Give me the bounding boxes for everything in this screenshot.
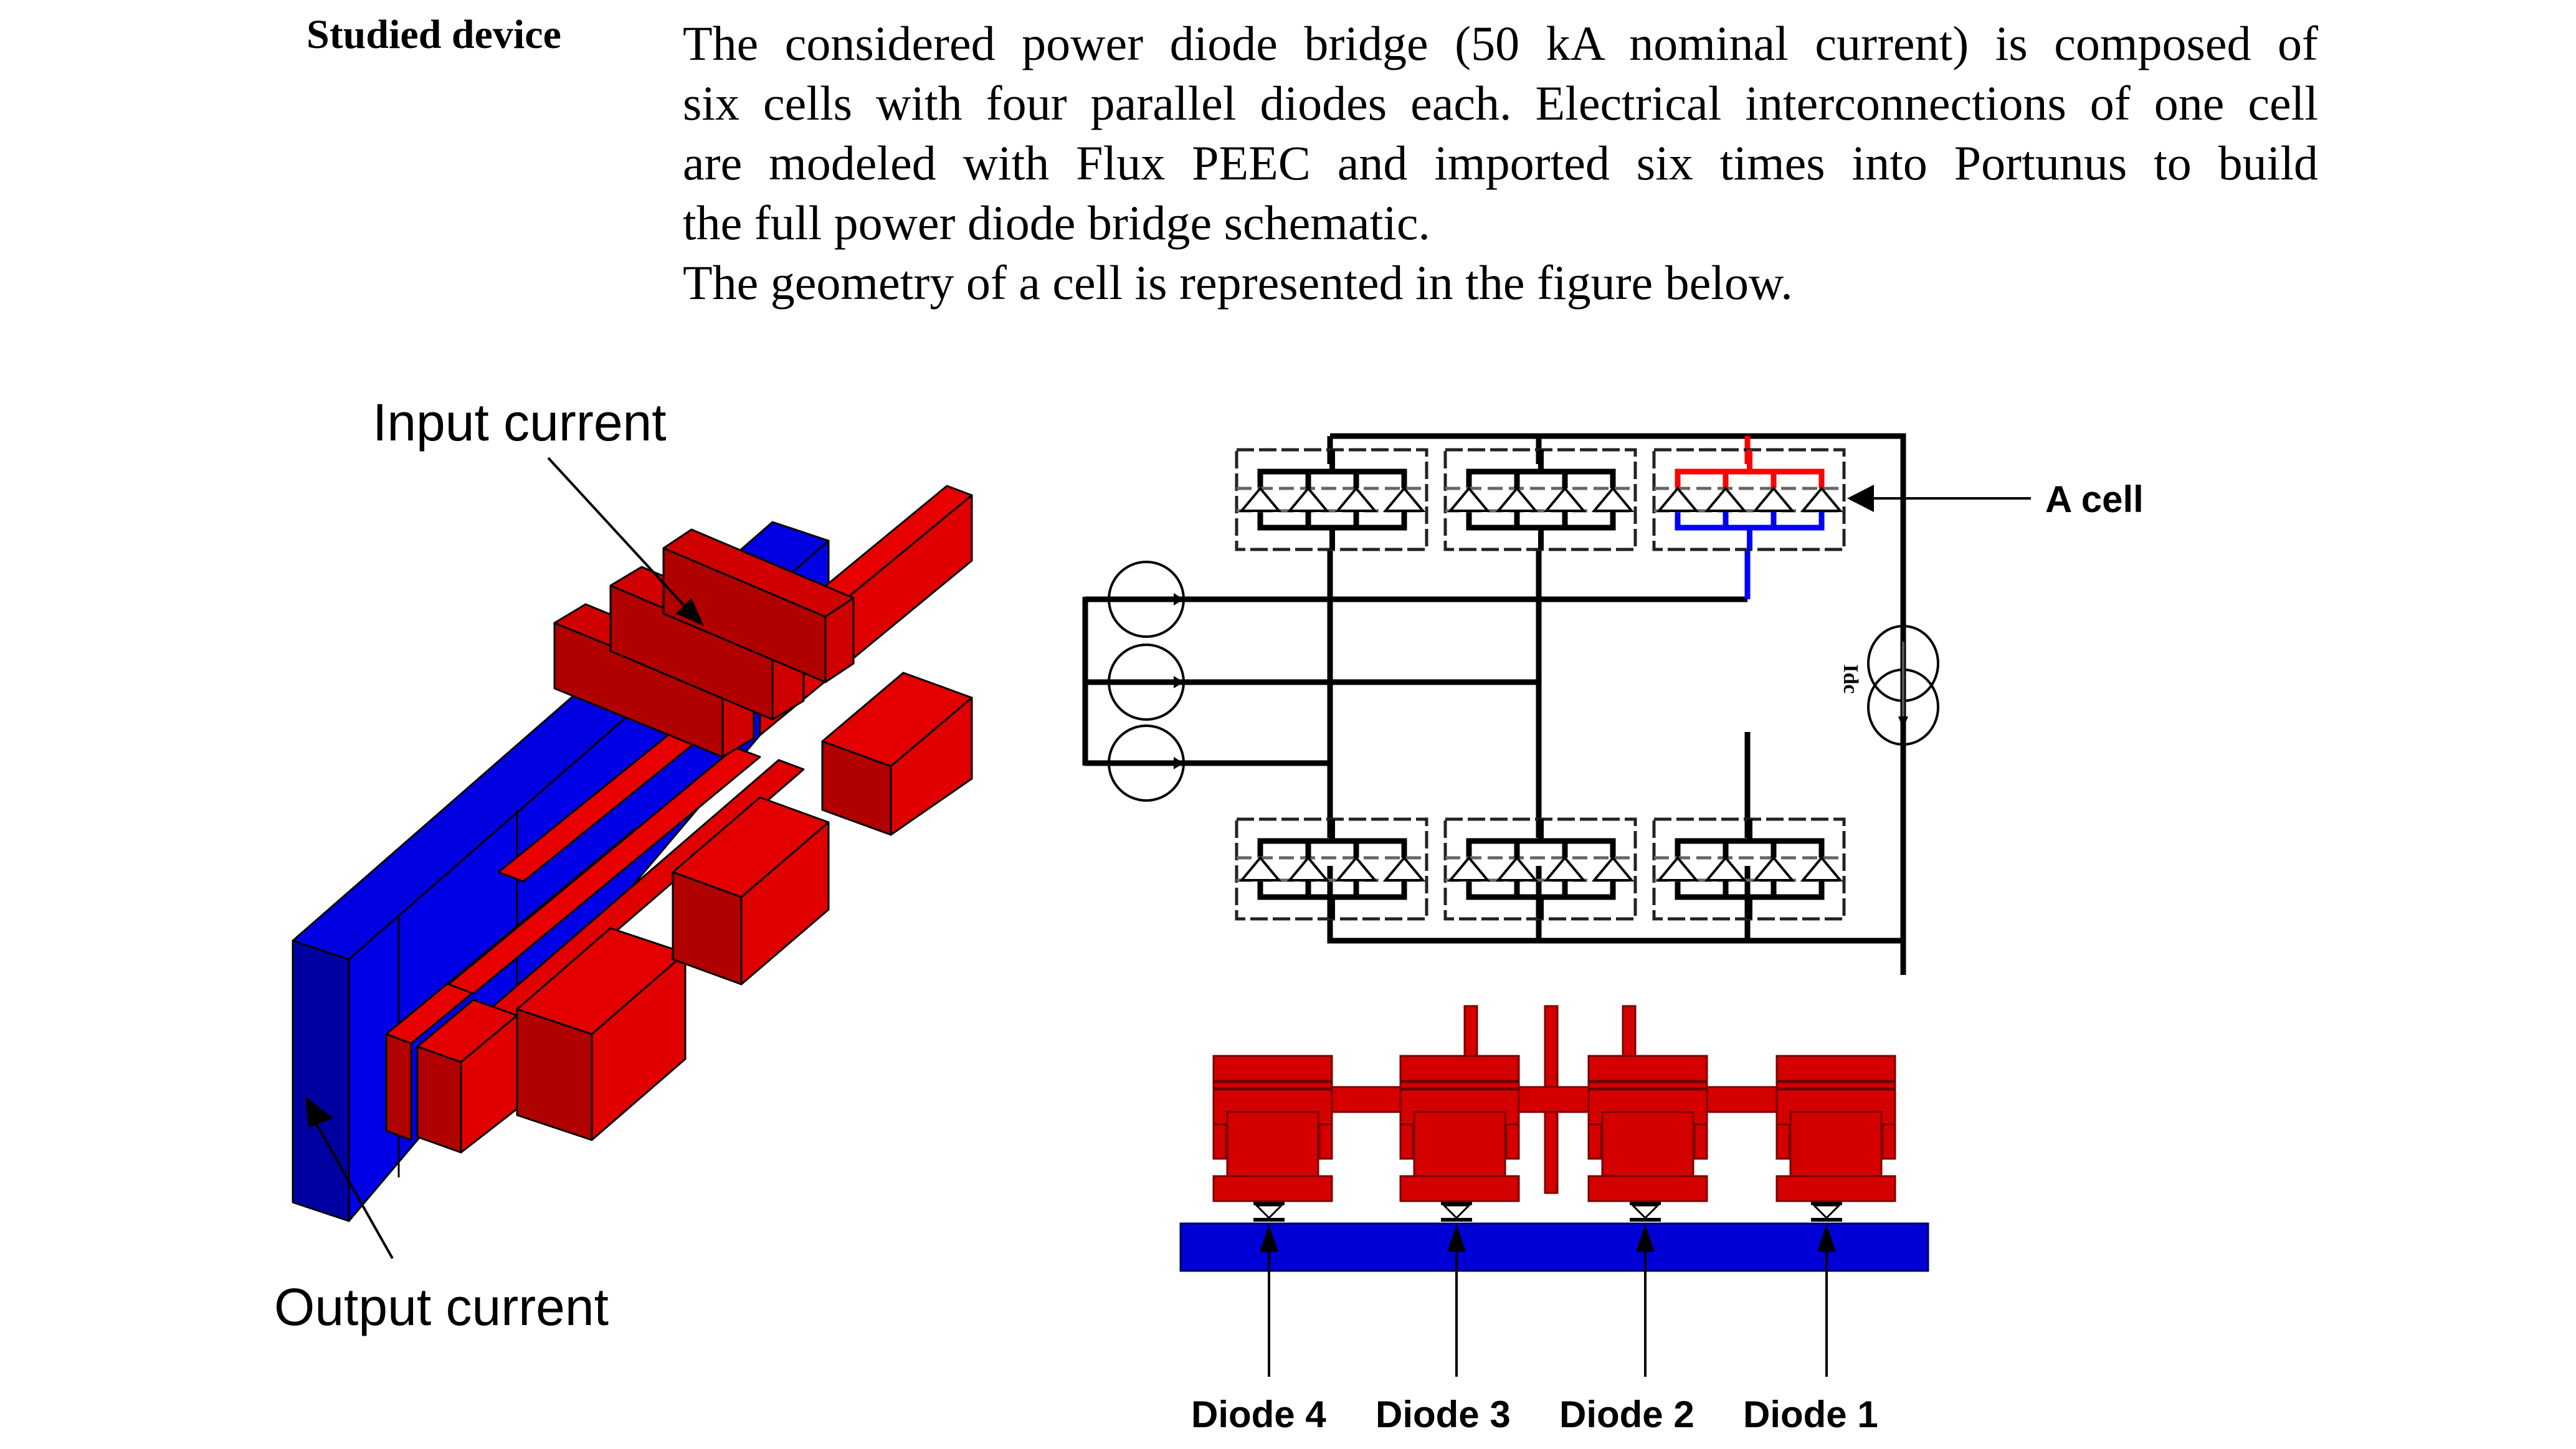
diode-pointer-arrowhead-icon: [1260, 1224, 1278, 1252]
output-current-arrowhead-icon: [305, 1096, 333, 1128]
diode-symbol-icon: [1630, 1204, 1660, 1220]
diode-cell: [1443, 817, 1637, 921]
diode-icon: [1286, 486, 1330, 512]
diode-icon: [1286, 855, 1330, 881]
a-cell-arrowhead-icon: [1847, 485, 1874, 512]
diode-icon: [1382, 486, 1426, 512]
output-current-arrow-line: [310, 1114, 394, 1259]
output-current-label: Output current: [274, 1278, 609, 1336]
diode-icon: [1704, 855, 1747, 881]
diode-pointer-arrowhead-icon: [1817, 1224, 1836, 1252]
paragraph-line: are modeled with Flux PEEC and imported …: [683, 136, 2318, 190]
diode-icon: [1591, 486, 1635, 512]
diode-icon: [1752, 486, 1795, 512]
diode-cell: [1235, 817, 1428, 921]
diode-icon: [1704, 486, 1747, 512]
diode-icon: [1543, 486, 1587, 512]
busbar-side-face: [292, 939, 350, 1222]
diode-icon: [1656, 486, 1699, 512]
diode-block-3d: [672, 796, 830, 986]
paragraph-line: the full power diode bridge schematic.: [683, 196, 1430, 250]
diode-symbol-icon: [1254, 1204, 1284, 1220]
terminal-lug: [1622, 1005, 1637, 1057]
diode-label: Diode 1: [1743, 1394, 1878, 1435]
idc-label: Idc: [1839, 664, 1862, 693]
diode-icon: [1334, 855, 1378, 881]
highlighted-cell: [1652, 448, 1846, 551]
input-current-arrow-line: [547, 457, 693, 615]
diode-icon: [1543, 855, 1587, 881]
diode-icon: [1495, 486, 1539, 512]
description-paragraph: The considered power diode bridge (50 kA…: [683, 14, 2318, 313]
diode-label: Diode 3: [1376, 1394, 1511, 1435]
input-conductor-3d: [385, 485, 973, 1154]
diode-cell: [1443, 448, 1637, 551]
diode-icon: [1238, 855, 1282, 881]
diode-symbol-icon: [1812, 1204, 1842, 1220]
diode-label: Diode 2: [1559, 1394, 1694, 1435]
input-current-label: Input current: [373, 393, 667, 452]
diode-block-3d: [821, 672, 973, 836]
diode-icon: [1752, 855, 1795, 881]
diode-icon: [1656, 855, 1699, 881]
diode-package: [1775, 1055, 1896, 1222]
a-cell-label: A cell: [2045, 478, 2144, 520]
diode-icon: [1447, 486, 1491, 512]
diode-cell: [1652, 817, 1846, 921]
diode-label: Diode 4: [1191, 1394, 1326, 1435]
diode-icon: [1447, 855, 1491, 881]
diode-icon: [1495, 855, 1539, 881]
diode-icon: [1238, 486, 1282, 512]
diode-package: [1587, 1055, 1708, 1222]
output-busbar: [1179, 1222, 1929, 1272]
paragraph-line: The considered power diode bridge (50 kA…: [683, 16, 2318, 70]
diode-pointer-arrowhead-icon: [1636, 1224, 1655, 1252]
diode-symbol-icon: [1442, 1204, 1471, 1220]
paragraph-line: six cells with four parallel diodes each…: [683, 76, 2318, 130]
diode-icon: [1800, 486, 1843, 512]
section-label: Studied device: [307, 12, 561, 57]
diode-icon: [1334, 486, 1378, 512]
diode-block-3d: [516, 927, 687, 1141]
diode-icon: [1800, 855, 1843, 881]
diode-pointer-arrowhead-icon: [1447, 1224, 1466, 1252]
input-current-arrowhead-icon: [676, 598, 704, 626]
terminal-lug: [1463, 1005, 1478, 1057]
diode-cell: [1235, 448, 1428, 551]
paragraph-line: The geometry of a cell is represented in…: [683, 255, 1793, 310]
diode-package: [1399, 1055, 1520, 1222]
diode-icon: [1591, 855, 1635, 881]
diode-icon: [1382, 855, 1426, 881]
dc-source-arrow-icon: [1898, 716, 1908, 729]
input-plate-3d: [662, 528, 855, 683]
diode-package: [1212, 1055, 1333, 1222]
